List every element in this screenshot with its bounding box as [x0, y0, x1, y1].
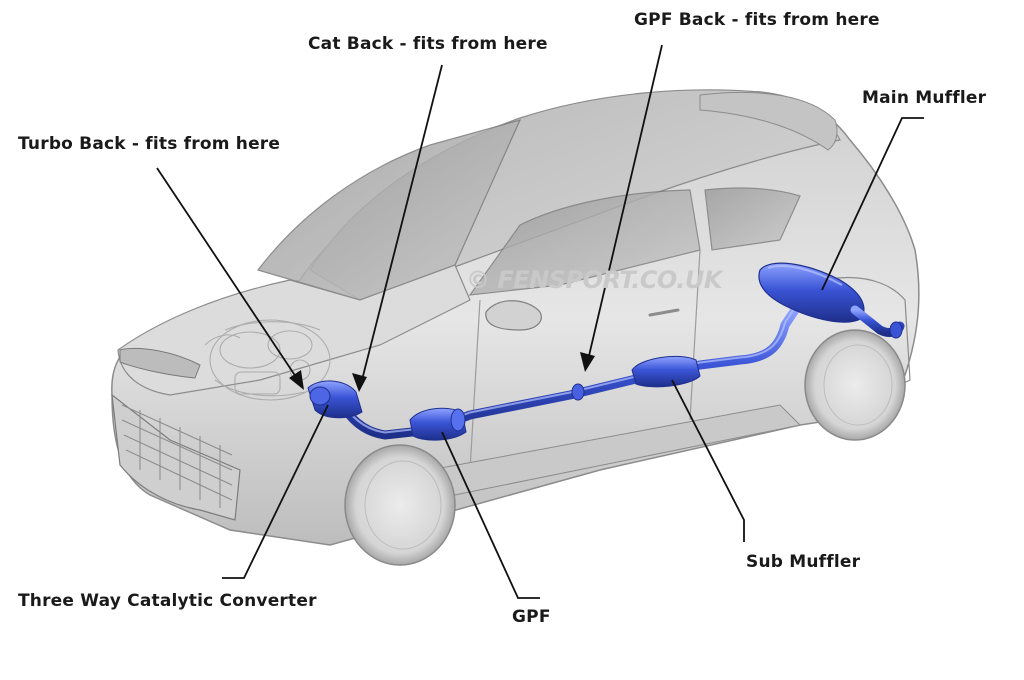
front-wheel [344, 444, 456, 566]
turbo-back-arrowhead [289, 370, 304, 390]
arrow-heads [289, 352, 595, 392]
sub-muffler-part [631, 355, 701, 388]
main-muffler-part [758, 262, 905, 339]
main-muffler-label: Main Muffler [862, 88, 987, 108]
sub-muffler-label: Sub Muffler [746, 552, 861, 572]
cat-back-label: Cat Back - fits from here [308, 34, 548, 54]
grille [121, 404, 233, 508]
turbo-back-label: Turbo Back - fits from here [18, 134, 281, 154]
gpf-back-label: GPF Back - fits from here [634, 10, 880, 30]
car-body [111, 89, 920, 546]
gpf-back-arrow [587, 44, 663, 361]
watermark: © FENSPORT.CO.UK [466, 266, 723, 294]
engine [204, 319, 331, 401]
rear-wheel [804, 329, 906, 441]
gpf-back-arrowhead [580, 352, 595, 372]
cat-back-arrow [361, 64, 443, 381]
gpf-part [409, 407, 467, 441]
three-way-cat-label: Three Way Catalytic Converter [18, 591, 317, 611]
cat-back-arrowhead [352, 373, 367, 392]
main-muffler-leader [821, 117, 924, 291]
three-way-cat-leader [222, 404, 329, 579]
turbo-back-arrow [156, 167, 299, 381]
sub-muffler-leader [671, 379, 745, 542]
exhaust-system [307, 262, 905, 441]
gpf-label: GPF [512, 607, 551, 627]
gpf-leader [441, 431, 540, 599]
leader-lines [156, 44, 924, 599]
